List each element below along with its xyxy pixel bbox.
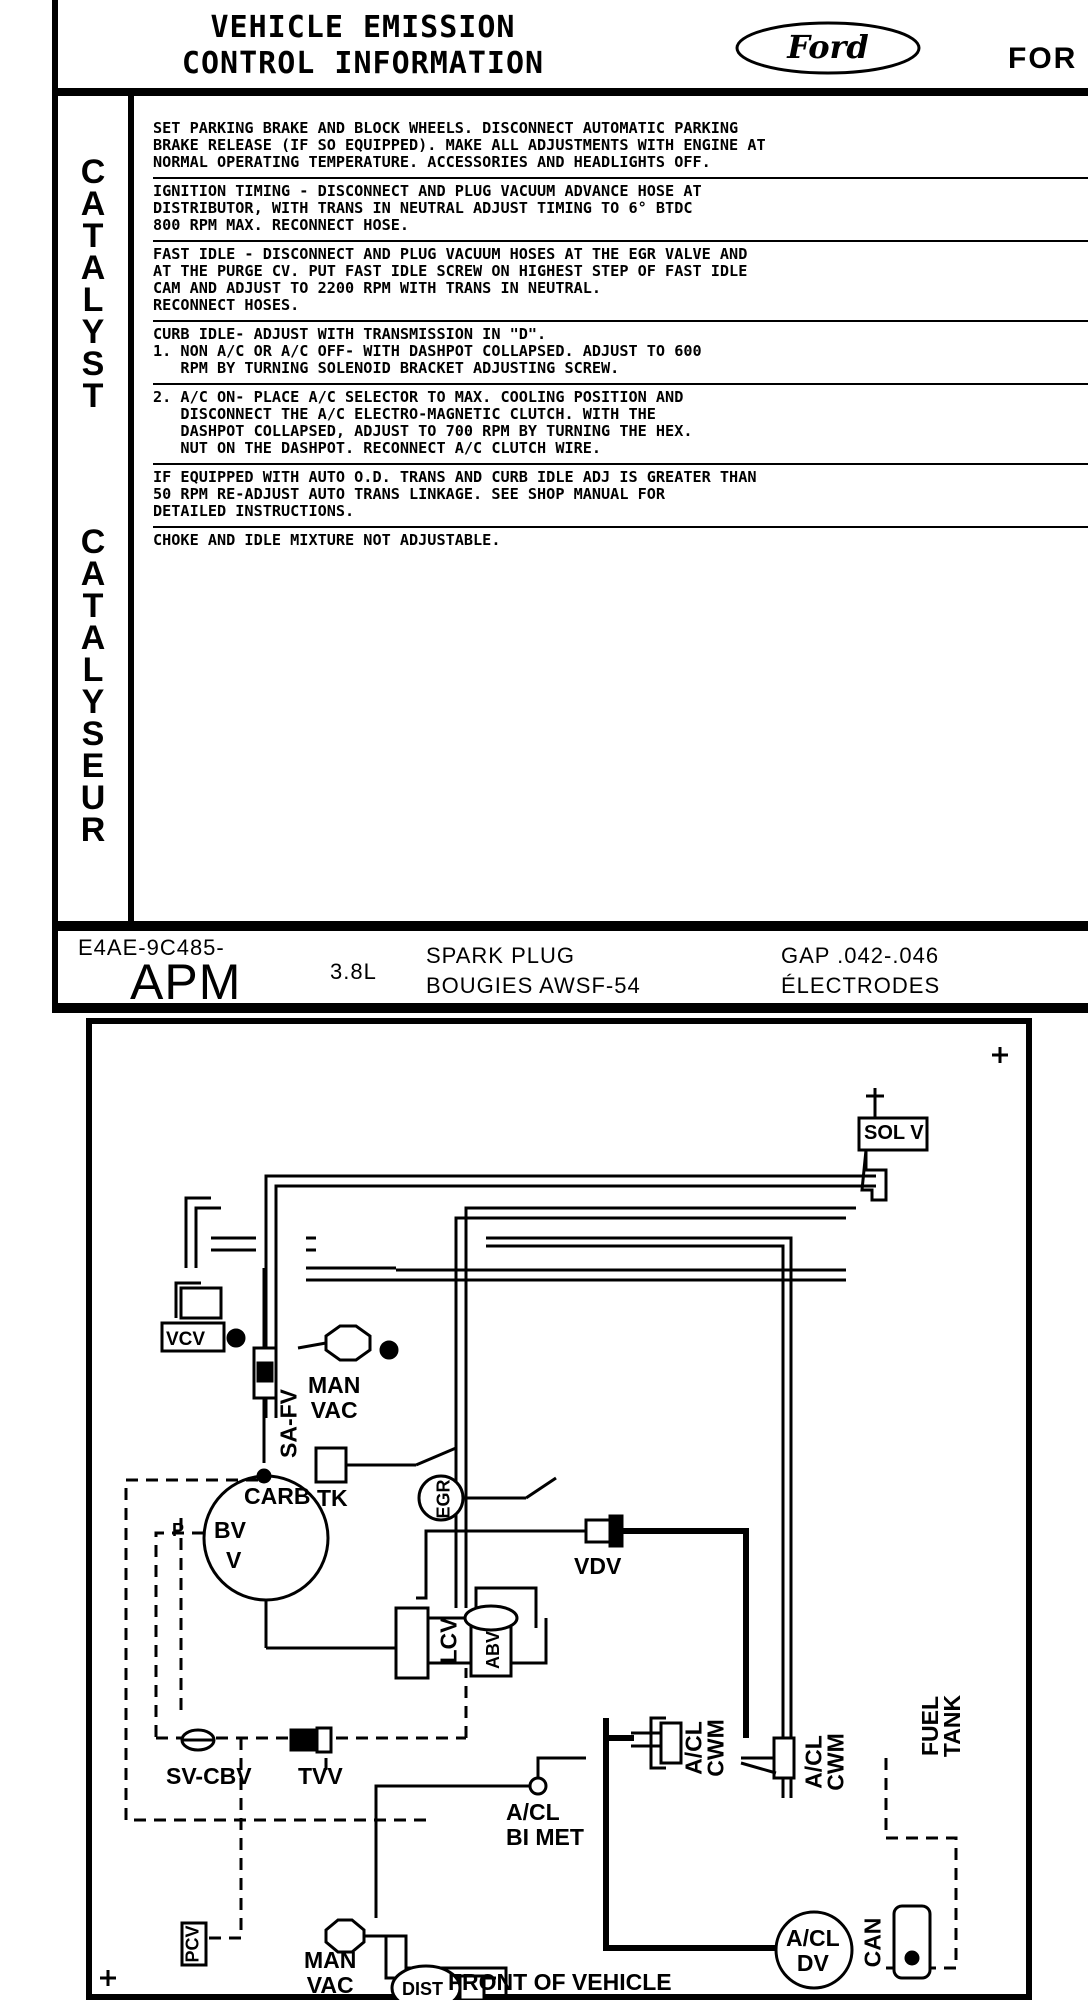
catalyst-letter: A	[80, 185, 106, 223]
catalyseur-letter: T	[82, 587, 104, 625]
spark-plug-label: SPARK PLUG	[426, 943, 575, 968]
acl-cwm-right	[740, 1736, 796, 1780]
acl-bimet	[374, 1756, 586, 1918]
instruction-ignition-timing: IGNITION TIMING - DISCONNECT AND PLUG VA…	[153, 179, 1088, 242]
label-egr: EGR	[433, 1479, 454, 1519]
adjustment-instructions: SET PARKING BRAKE AND BLOCK WHEELS. DISC…	[153, 116, 1088, 555]
plug-gap-fr: ÉLECTRODES	[781, 973, 941, 998]
catalyst-letter: T	[82, 217, 104, 255]
dist-distributor	[390, 1964, 486, 2000]
label-pcv: PCV	[182, 1925, 203, 1963]
ford-logo: Ford	[733, 20, 923, 76]
plug-gap: GAP .042-.046	[781, 943, 940, 968]
diagram-drawing	[86, 1018, 1032, 2000]
label-man-vac-bottom: MAN VAC	[304, 1947, 357, 1998]
label-acl-cwm-1: A/CL CWM	[680, 1719, 729, 1777]
emission-label-header: VEHICLE EMISSION CONTROL INFORMATION For…	[52, 0, 1088, 96]
upper-hose-bundle	[184, 1174, 876, 1798]
instruction-choke: CHOKE AND IDLE MIXTURE NOT ADJUSTABLE.	[153, 531, 501, 549]
sa-fv-valve	[252, 1268, 278, 1463]
label-tk: TK	[317, 1485, 348, 1511]
vdv-valve	[416, 1514, 749, 1738]
catalyst-letter: C	[80, 153, 106, 191]
acl-cwm-left	[631, 1716, 683, 1770]
catalyst-letter: T	[82, 377, 104, 415]
engine-displacement: 3.8L	[330, 959, 377, 984]
title-line-1: VEHICLE EMISSION	[210, 10, 516, 45]
pcv-valve	[180, 1921, 208, 1967]
catalyseur-letter: L	[82, 651, 104, 689]
label-title: VEHICLE EMISSION CONTROL INFORMATION	[153, 10, 573, 82]
ford-logo-text: Ford	[786, 28, 869, 66]
tvv-valve	[289, 1726, 333, 1754]
instruction-curb-idle: CURB IDLE- ADJUST WITH TRANSMISSION IN "…	[153, 322, 1088, 385]
label-sa-fv: SA-FV	[275, 1389, 302, 1458]
label-carb: CARB	[244, 1483, 311, 1509]
sol-v-solenoid	[857, 1088, 929, 1202]
catalyseur-letter: A	[80, 619, 106, 657]
part-info-row: E4AE-9C485- APM 3.8L SPARK PLUG BOUGIES …	[52, 921, 1088, 1013]
part-number: E4AE-9C485-	[78, 935, 225, 960]
label-tvv: TVV	[298, 1763, 343, 1789]
acl-dv-hose	[603, 1718, 776, 1951]
vacuum-hose-diagram: SOL V VCV SA-FV MAN VAC TK EGR CARB BV V…	[86, 1018, 1032, 2000]
label-sol-v: SOL V	[864, 1122, 924, 1144]
man-vac-top	[297, 1324, 399, 1362]
label-fuel-tank: FUEL TANK	[917, 1694, 966, 1758]
label-sv-cbv: SV-CBV	[166, 1763, 252, 1789]
instruction-general: SET PARKING BRAKE AND BLOCK WHEELS. DISC…	[153, 116, 1088, 179]
sv-cbv-valve	[180, 1728, 216, 1752]
label-acl-bimet: A/CL BI MET	[506, 1799, 584, 1850]
catalyseur-letter: E	[81, 747, 105, 785]
instruction-auto-od: IF EQUIPPED WITH AUTO O.D. TRANS AND CUR…	[153, 465, 1088, 528]
lcv-valve	[296, 1586, 548, 1680]
label-vdv: VDV	[574, 1553, 622, 1579]
label-vcv: VCV	[166, 1329, 206, 1350]
catalyseur-letter: R	[80, 811, 106, 849]
plus-marks	[100, 1047, 1008, 1986]
carburetor	[202, 1468, 330, 1650]
egr-valve	[417, 1474, 557, 1522]
label-v: V	[226, 1547, 242, 1573]
label-bv: BV	[214, 1517, 246, 1543]
instruction-fast-idle: FAST IDLE - DISCONNECT AND PLUG VACUUM H…	[153, 242, 1088, 322]
label-man-vac-top: MAN VAC	[308, 1372, 361, 1423]
tk-tank	[314, 1446, 457, 1484]
catalyst-letter: A	[80, 249, 106, 287]
catalyst-letter: S	[81, 345, 105, 383]
label-lcv: LCV	[435, 1617, 462, 1664]
label-abv: ABV	[483, 1630, 504, 1670]
acl-dv-valve	[774, 1910, 854, 1990]
abv-valve	[463, 1604, 519, 1678]
label-front-of-vehicle: FRONT OF VEHICLE	[448, 1969, 672, 1995]
instruction-ac-on: 2. A/C ON- PLACE A/C SELECTOR TO MAX. CO…	[153, 385, 1088, 465]
label-dist: DIST	[402, 1979, 444, 1999]
spark-plug-part: BOUGIES AWSF-54	[426, 973, 641, 998]
catalyseur-letter: C	[80, 523, 106, 561]
part-code: APM	[130, 954, 242, 1010]
label-acl-cwm-2: A/CL CWM	[800, 1733, 849, 1791]
vcv-valve	[160, 1281, 246, 1353]
catalyst-letter: L	[82, 281, 104, 319]
catalyst-letter: Y	[81, 313, 105, 351]
header-right-label: FOR	[1008, 42, 1078, 75]
label-p: P	[172, 1520, 185, 1540]
title-line-2: CONTROL INFORMATION	[181, 46, 545, 81]
charcoal-can	[892, 1904, 932, 1980]
catalyseur-letter: S	[81, 715, 105, 753]
catalyseur-letter: Y	[81, 683, 105, 721]
label-can: CAN	[859, 1917, 886, 1968]
diagram-frame	[86, 1018, 1032, 2000]
catalyseur-letter: U	[80, 779, 106, 817]
label-acl-dv: A/CL DV	[786, 1925, 840, 1976]
catalyseur-letter: A	[80, 555, 106, 593]
